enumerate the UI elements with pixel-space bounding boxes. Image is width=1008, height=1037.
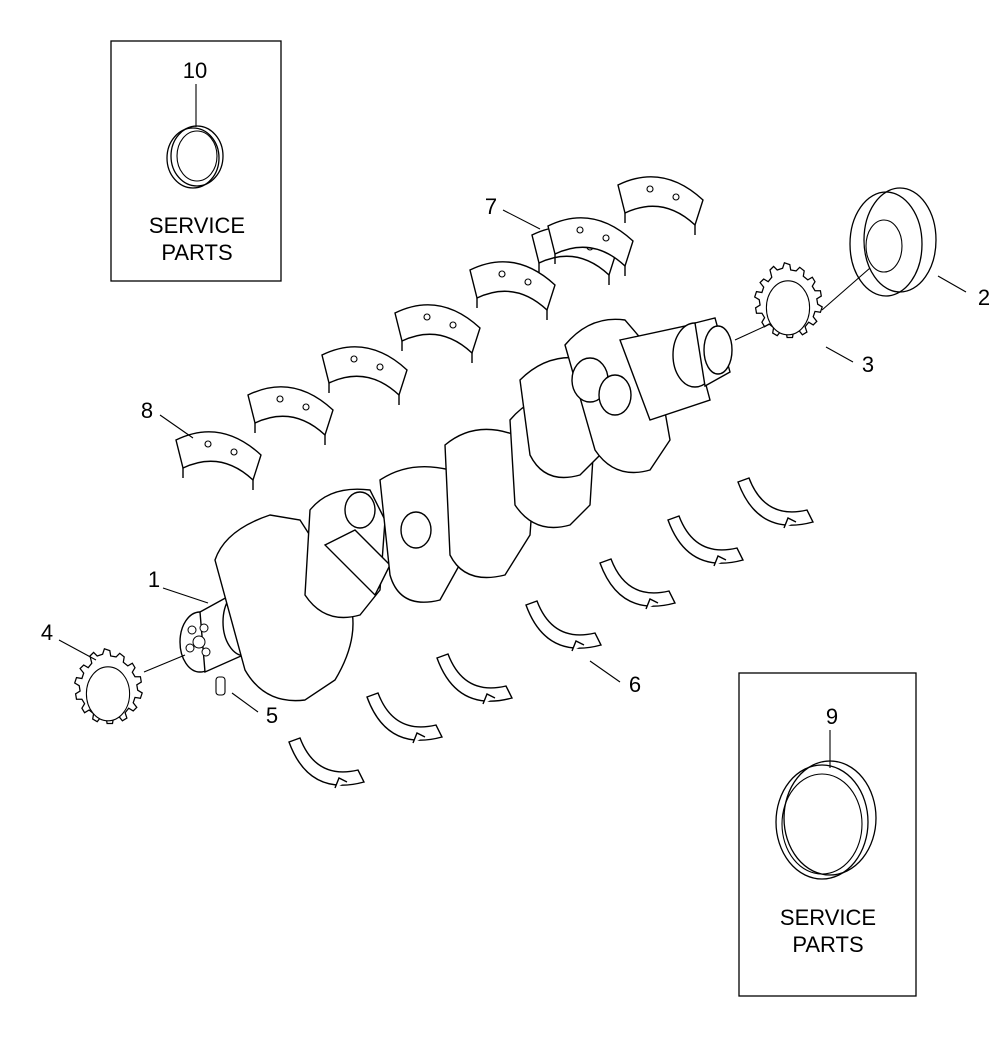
callout-1: 1 bbox=[148, 567, 160, 592]
service-label-line2: PARTS bbox=[161, 240, 232, 265]
crankshaft bbox=[179, 317, 733, 702]
callout-5: 5 bbox=[266, 703, 278, 728]
service-label-line1: SERVICE bbox=[149, 213, 245, 238]
callout-8: 8 bbox=[141, 398, 153, 423]
seal-ring-large-icon bbox=[775, 760, 877, 880]
leader-lines bbox=[58, 209, 967, 713]
callout-9: 9 bbox=[826, 704, 838, 729]
rear-oil-seal-icon bbox=[849, 187, 937, 297]
seal-ring-icon bbox=[166, 125, 224, 189]
service-box-top: SERVICE PARTS bbox=[110, 40, 282, 282]
service-label-line2: PARTS bbox=[792, 932, 863, 957]
callout-4: 4 bbox=[41, 620, 53, 645]
service-label-line1: SERVICE bbox=[780, 905, 876, 930]
callout-2: 2 bbox=[978, 285, 990, 310]
service-box-bottom: SERVICE PARTS bbox=[738, 672, 917, 997]
front-crank-gear-icon bbox=[74, 648, 143, 725]
callout-6: 6 bbox=[629, 672, 641, 697]
callout-labels: 1 2 3 4 5 6 7 8 9 10 bbox=[41, 58, 990, 729]
thrust-bearing-shell bbox=[531, 217, 634, 286]
callout-3: 3 bbox=[862, 352, 874, 377]
callout-10: 10 bbox=[183, 58, 207, 83]
dowel-pin-icon bbox=[215, 676, 226, 696]
callout-7: 7 bbox=[485, 194, 497, 219]
